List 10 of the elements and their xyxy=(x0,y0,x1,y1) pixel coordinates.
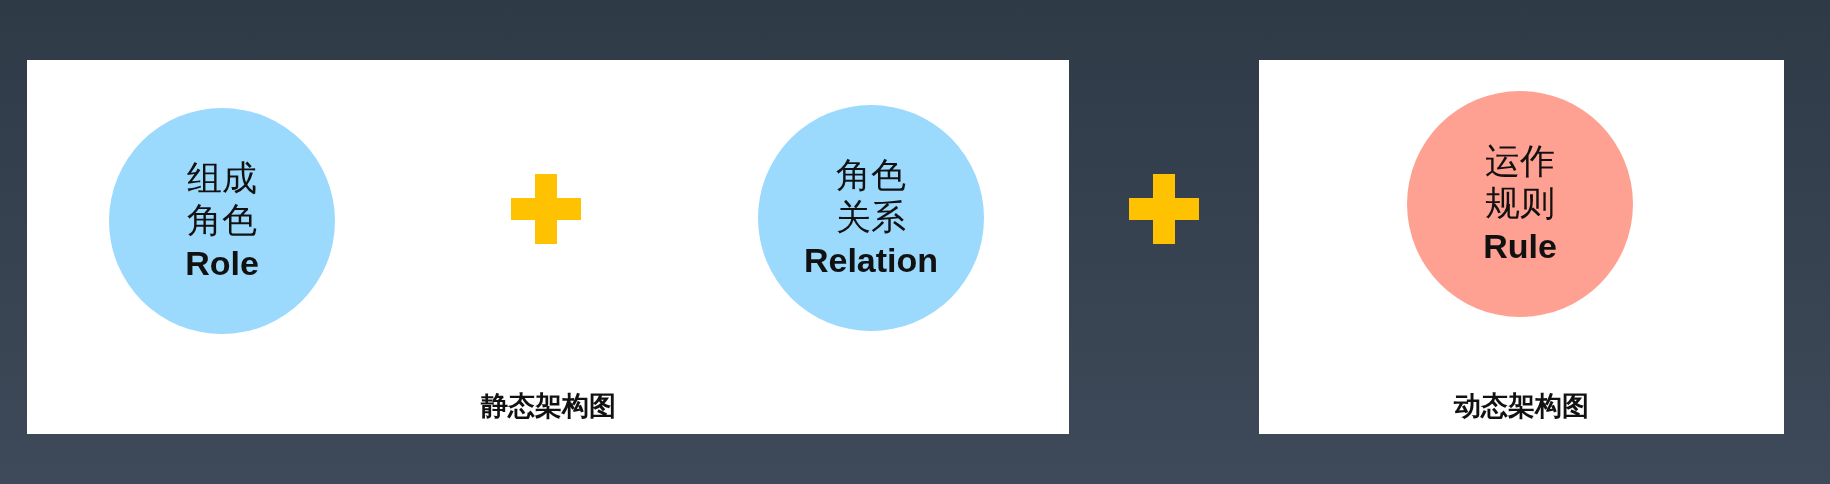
chinese-label: 组成角色 xyxy=(186,156,258,241)
english-label: Role xyxy=(185,242,259,284)
chinese-label: 角色关系 xyxy=(835,153,907,238)
english-label: Relation xyxy=(803,239,939,281)
diagram-panel xyxy=(1259,60,1784,434)
chinese-label: 运作规则 xyxy=(1484,139,1556,224)
panel-heading: 静态架构图 xyxy=(479,389,617,423)
panel-heading: 动态架构图 xyxy=(1452,389,1590,423)
english-label: Rule xyxy=(1483,225,1557,267)
diagram-panel xyxy=(27,60,1069,434)
